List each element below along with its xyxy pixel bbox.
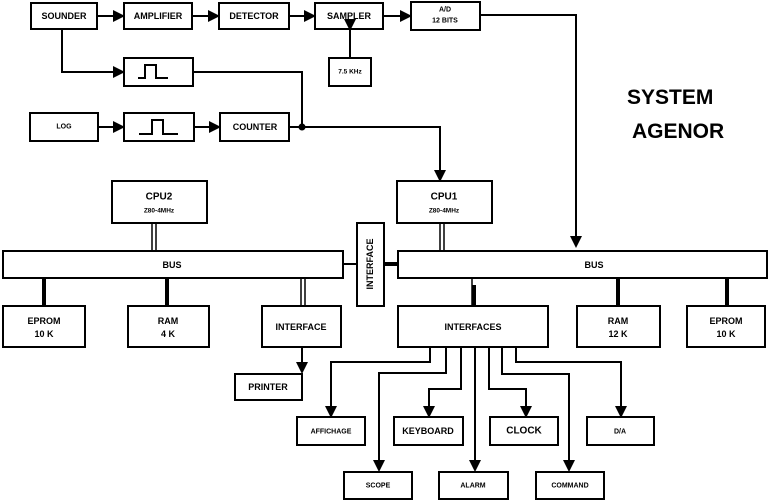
scope-label: SCOPE: [366, 483, 391, 490]
scope-block: SCOPE: [343, 471, 413, 500]
sampler-block: SAMPLER: [314, 2, 384, 30]
cpu2-eprom-block: EPROM 10 K: [2, 305, 86, 348]
cpu2-label: CPU2: [146, 192, 173, 203]
detector-label: DETECTOR: [229, 11, 279, 21]
counter-label: COUNTER: [233, 122, 278, 132]
cpu2-bus: BUS: [2, 250, 344, 279]
printer-label: PRINTER: [248, 382, 288, 392]
amplifier-label: AMPLIFIER: [134, 11, 183, 21]
ad-to-cpu1-bus-connector: [480, 14, 582, 248]
junction-to-cpu1-connector: [302, 126, 446, 182]
ad-converter-resolution: 12 BITS: [432, 18, 458, 25]
keyboard-block: KEYBOARD: [393, 416, 464, 446]
sounder-block: SOUNDER: [30, 2, 98, 30]
cpu1-bus-label: BUS: [584, 260, 603, 270]
interfaces-to-command-connector: [501, 347, 575, 472]
pulse-shaper-block-2: [123, 112, 195, 142]
interfaces-label: INTERFACES: [444, 322, 501, 332]
interfaces-block: INTERFACES: [397, 305, 549, 348]
cpu2-ram-size: 4 K: [161, 329, 176, 339]
cpu2-eprom-label: EPROM: [27, 316, 60, 326]
detector-block: DETECTOR: [218, 2, 290, 30]
interfaces-to-clock-connector: [488, 347, 532, 418]
cpu2-ram-block: RAM 4 K: [127, 305, 210, 348]
pulse-waveform-icon: [139, 119, 178, 135]
interfaces-to-affichage-connector: [325, 347, 431, 418]
bridge-interface-block: INTERFACE: [356, 222, 385, 307]
cpu1-bus: BUS: [397, 250, 768, 279]
cpu2-interface-label: INTERFACE: [275, 322, 326, 332]
log-label: LOG: [56, 124, 72, 131]
log-block: LOG: [29, 112, 99, 142]
ad-converter-label: A/D: [439, 7, 451, 14]
alarm-label: ALARM: [460, 483, 485, 490]
cpu1-ram-size: 12 K: [608, 329, 628, 339]
printer-block: PRINTER: [234, 373, 303, 401]
interfaces-to-keyboard-connector: [423, 347, 462, 418]
pulse-shaper-to-junction-connector: [193, 71, 303, 127]
interfaces-to-da-connector: [515, 347, 627, 418]
cpu1-eprom-label: EPROM: [709, 316, 742, 326]
interfaces-to-scope-connector: [373, 347, 447, 472]
cpu1-eprom-block: EPROM 10 K: [686, 305, 766, 348]
keyboard-label: KEYBOARD: [402, 426, 454, 436]
cpu1-spec: Z80-4MHz: [429, 208, 460, 215]
cpu1-block: CPU1 Z80-4MHz: [396, 180, 493, 224]
command-label: COMMAND: [551, 483, 588, 490]
system-title-line1: SYSTEM: [627, 86, 713, 109]
da-converter-label: D/A: [614, 429, 626, 436]
affichage-label: AFFICHAGE: [311, 429, 352, 436]
cpu2-spec: Z80-4MHz: [144, 208, 175, 215]
clock-block: CLOCK: [489, 416, 559, 446]
alarm-block: ALARM: [438, 471, 509, 500]
sample-clock-label: 7.5 KHz: [338, 69, 362, 76]
ad-converter-block: A/D 12 BITS: [410, 1, 481, 31]
sample-clock-block: 7.5 KHz: [328, 57, 372, 87]
pulse-shaper-block-1: [123, 57, 194, 87]
cpu1-ram-label: RAM: [608, 316, 629, 326]
affichage-block: AFFICHAGE: [296, 416, 366, 446]
command-block: COMMAND: [535, 471, 605, 500]
cpu1-label: CPU1: [431, 192, 458, 203]
system-title-line2: AGENOR: [632, 120, 724, 143]
sounder-to-pulse-shaper-connector: [61, 29, 125, 78]
pulse-waveform-icon: [138, 64, 168, 79]
cpu2-block: CPU2 Z80-4MHz: [111, 180, 208, 224]
sounder-label: SOUNDER: [41, 11, 87, 21]
cpu1-ram-block: RAM 12 K: [576, 305, 661, 348]
amplifier-block: AMPLIFIER: [123, 2, 193, 30]
cpu2-eprom-size: 10 K: [34, 329, 54, 339]
cpu2-ram-label: RAM: [158, 316, 179, 326]
cpu1-eprom-size: 10 K: [716, 329, 736, 339]
bridge-interface-label: INTERFACE: [365, 238, 375, 289]
sampler-label: SAMPLER: [327, 11, 372, 21]
da-converter-block: D/A: [586, 416, 655, 446]
clock-label: CLOCK: [506, 426, 542, 437]
cpu2-interface-block: INTERFACE: [261, 305, 342, 348]
counter-block: COUNTER: [219, 112, 290, 142]
cpu2-bus-label: BUS: [162, 260, 181, 270]
